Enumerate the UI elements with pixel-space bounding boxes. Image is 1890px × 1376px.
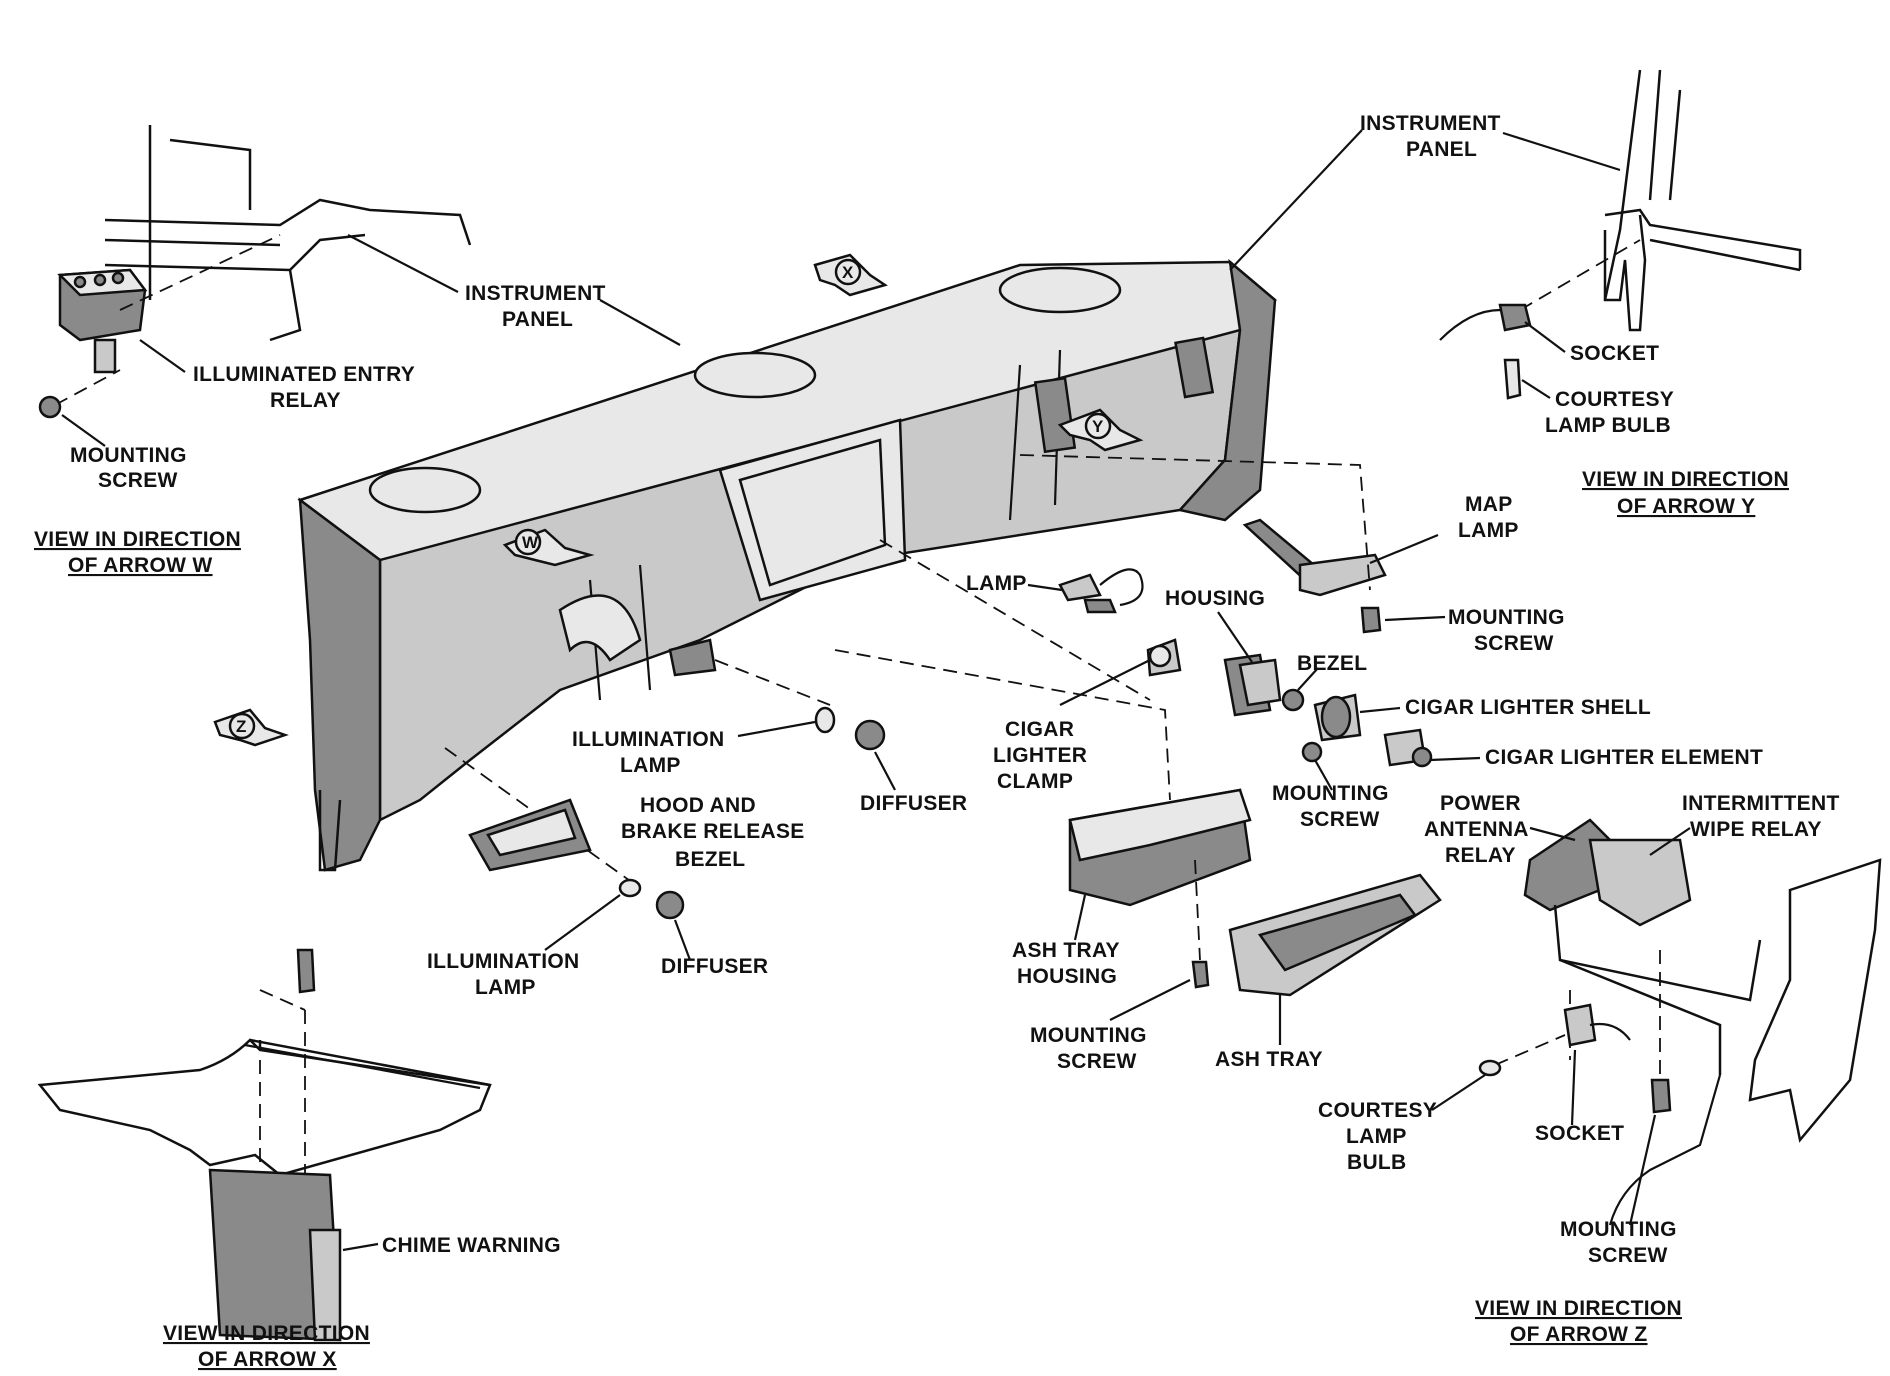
view-z-detail: [1478, 818, 1882, 1226]
caption-view-z: VIEW IN DIRECTION OF ARROW Z: [1475, 1297, 1688, 1346]
view-y-detail: [1439, 69, 1802, 400]
leader-diffuser-lower: [673, 919, 692, 961]
leader-mounting-screw-lighter: [1314, 759, 1333, 791]
leader-intermittent-wipe-relay: [1649, 827, 1691, 856]
leader-cigar-lighter-shell: [1359, 706, 1401, 714]
ash-tray-housing-part: [834, 649, 1252, 989]
label-socket-y: SOCKET: [1570, 342, 1659, 365]
leader-illumination-lamp-lower: [544, 894, 621, 951]
leader-mounting-screw-w: [61, 414, 106, 447]
leader-chime-warning: [342, 1242, 379, 1252]
label-diffuser-upper: DIFFUSER: [860, 792, 967, 815]
arrow-y-marker: Y: [1057, 408, 1144, 452]
label-courtesy-lamp-bulb-y: COURTESY LAMP BULB: [1545, 388, 1680, 437]
leader-mounting-screw-map: [1384, 615, 1446, 622]
leader-illumination-lamp-upper: [737, 720, 816, 738]
label-chime-warning: CHIME WARNING: [382, 1234, 561, 1257]
label-map-lamp: MAP LAMP: [1458, 493, 1519, 542]
label-intermittent-wipe-relay: INTERMITTENT WIPE RELAY: [1682, 792, 1846, 841]
label-instrument-panel-top: INSTRUMENT PANEL: [1360, 112, 1507, 161]
cigar-lighter-group: [879, 539, 1433, 768]
leader-cigar-lighter-clamp: [1059, 659, 1151, 706]
map-lamp-part: [1019, 454, 1387, 634]
arrow-z-marker: Z: [213, 708, 289, 747]
arrow-y-letter: Y: [1092, 417, 1104, 436]
leader-view-y-panel: [1502, 131, 1621, 172]
caption-view-y: VIEW IN DIRECTION OF ARROW Y: [1582, 468, 1795, 518]
label-ash-tray-housing: ASH TRAY HOUSING: [1012, 939, 1126, 988]
label-mounting-screw-w: MOUNTING SCREW: [70, 444, 193, 492]
leader-mounting-screw-ash: [1109, 979, 1191, 1021]
label-mounting-screw-lighter: MOUNTING SCREW: [1272, 782, 1395, 831]
illumination-diffuser-upper: [668, 638, 886, 751]
arrow-w-letter: W: [522, 533, 539, 552]
label-power-antenna-relay: POWER ANTENNA RELAY: [1424, 792, 1534, 867]
label-hood-brake-release-bezel: HOOD AND BRAKE RELEASE BEZEL: [621, 794, 811, 871]
leader-instrument-panel-top: [1229, 129, 1363, 271]
leader-map-lamp: [1369, 533, 1439, 565]
label-lamp: LAMP: [966, 572, 1027, 595]
label-illumination-lamp-lower: ILLUMINATION LAMP: [427, 950, 586, 999]
leader-courtesy-lamp-bulb-z: [1431, 1074, 1486, 1111]
leader-ash-tray-housing: [1073, 894, 1087, 941]
ash-tray-part: [1228, 873, 1442, 997]
label-diffuser-lower: DIFFUSER: [661, 955, 768, 978]
caption-view-x: VIEW IN DIRECTION OF ARROW X: [163, 1322, 376, 1371]
label-illumination-lamp-upper: ILLUMINATION LAMP: [572, 728, 731, 777]
leader-illuminated-entry-relay: [139, 339, 186, 373]
label-illuminated-entry-relay: ILLUMINATED ENTRY RELAY: [193, 363, 421, 412]
leader-diffuser-upper: [874, 751, 896, 791]
view-x-detail: [37, 948, 492, 1342]
label-bezel: BEZEL: [1297, 652, 1367, 675]
label-mounting-screw-z: MOUNTING SCREW: [1560, 1218, 1683, 1267]
leader-lamp: [1027, 583, 1063, 592]
label-instrument-panel-left: INSTRUMENT PANEL: [465, 282, 612, 331]
label-cigar-lighter-shell: CIGAR LIGHTER SHELL: [1405, 696, 1651, 719]
arrow-w-marker: W: [502, 528, 595, 567]
leader-bezel: [1297, 667, 1319, 691]
leader-power-antenna-relay: [1529, 826, 1576, 842]
leader-socket-z: [1570, 1049, 1577, 1126]
label-mounting-screw-ash: MOUNTING SCREW: [1030, 1024, 1153, 1073]
label-mounting-screw-map: MOUNTING SCREW: [1448, 606, 1571, 655]
caption-view-w: VIEW IN DIRECTION OF ARROW W: [34, 528, 247, 577]
arrow-x-letter: X: [842, 263, 854, 282]
leader-courtesy-lamp-y: [1521, 379, 1551, 399]
label-cigar-lighter-element: CIGAR LIGHTER ELEMENT: [1485, 746, 1763, 769]
instrument-panel-assembly: [297, 258, 1277, 872]
arrow-x-marker: X: [813, 253, 888, 297]
label-housing: HOUSING: [1165, 587, 1265, 610]
arrow-z-letter: Z: [236, 717, 246, 736]
view-w-detail: [38, 125, 472, 419]
leader-mounting-screw-z: [1628, 1114, 1657, 1226]
leader-cigar-lighter-element: [1429, 756, 1481, 762]
leader-socket-y: [1524, 321, 1566, 353]
leader-instrument-panel-left: [347, 234, 459, 293]
label-ash-tray: ASH TRAY: [1215, 1048, 1323, 1071]
leader-housing: [1217, 611, 1253, 663]
label-courtesy-lamp-bulb-z: COURTESY LAMP BULB: [1318, 1099, 1443, 1174]
hood-brake-release-bezel-part: [444, 747, 685, 920]
label-socket-z: SOCKET: [1535, 1122, 1624, 1145]
leader-instrument-panel-left2: [599, 299, 681, 346]
lamp-part: [1058, 568, 1144, 614]
label-cigar-lighter-clamp: CIGAR LIGHTER CLAMP: [993, 718, 1093, 793]
